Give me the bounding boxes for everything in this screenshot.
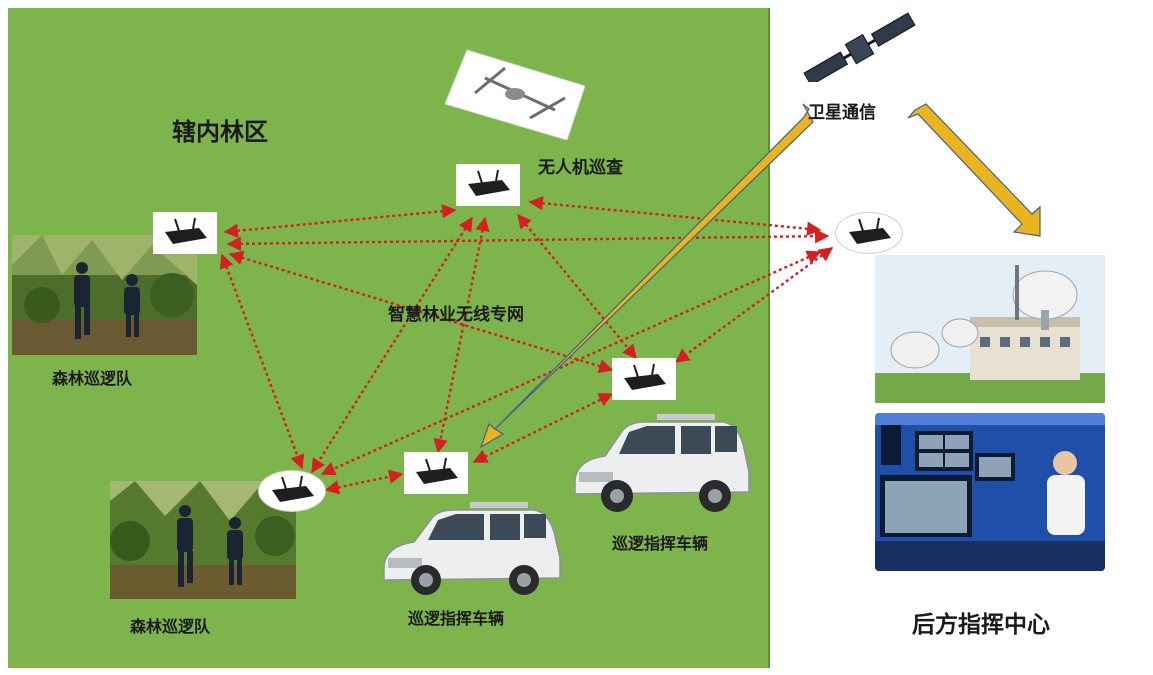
wireless-router-icon bbox=[165, 217, 207, 244]
satellite-arrow-to-vehicle bbox=[479, 103, 814, 449]
wireless-router-icon bbox=[624, 363, 666, 390]
link-team2-veh2 bbox=[324, 469, 404, 495]
satellite-link-arrows bbox=[479, 103, 1041, 449]
link-right-veh1 bbox=[674, 247, 834, 363]
patrol-team-label-1: 森林巡逻队 bbox=[52, 369, 133, 388]
link-team1-team2 bbox=[219, 253, 305, 470]
link-veh2-veh1 bbox=[472, 392, 614, 464]
wireless-router-icon bbox=[416, 457, 458, 484]
satellite-arrow-to-hq bbox=[907, 103, 1041, 237]
wireless-node-relay bbox=[835, 212, 903, 254]
wireless-node-team2 bbox=[258, 470, 326, 512]
link-uav-team2 bbox=[310, 216, 474, 474]
link-uav-veh2 bbox=[433, 216, 490, 454]
zone-title: 辖内林区 bbox=[172, 118, 268, 146]
satellite-ground-station-photo bbox=[875, 255, 1105, 403]
patrol-team-label-2: 森林巡逻队 bbox=[130, 617, 211, 636]
wireless-router-icon bbox=[849, 217, 891, 244]
link-uav-team1 bbox=[223, 204, 457, 238]
link-right-team2 bbox=[320, 250, 822, 476]
wireless-node-vehicle2 bbox=[404, 452, 468, 494]
satellite-label: 卫星通信 bbox=[808, 103, 876, 123]
uav-label: 无人机巡查 bbox=[538, 158, 623, 178]
vehicle-label-2: 巡逻指挥车辆 bbox=[408, 609, 505, 628]
link-uav-right bbox=[528, 196, 822, 236]
hq-label: 后方指挥中心 bbox=[912, 612, 1050, 638]
patrol-vehicle-2 bbox=[378, 500, 568, 600]
wireless-router-icon bbox=[272, 475, 314, 502]
wireless-node-uav bbox=[456, 164, 520, 206]
patrol-team-photo-1 bbox=[12, 235, 197, 355]
link-team1-right bbox=[226, 228, 830, 252]
wireless-router-icon bbox=[468, 169, 510, 196]
satellite-icon bbox=[795, 12, 925, 82]
link-uav-veh1 bbox=[517, 213, 637, 360]
uav-icon bbox=[445, 48, 585, 140]
vehicle-label-1: 巡逻指挥车辆 bbox=[612, 534, 709, 553]
command-center-photo bbox=[875, 413, 1105, 571]
wireless-node-vehicle1 bbox=[612, 358, 676, 400]
wireless-node-team1 bbox=[153, 212, 217, 254]
network-label: 智慧林业无线专网 bbox=[388, 305, 524, 325]
